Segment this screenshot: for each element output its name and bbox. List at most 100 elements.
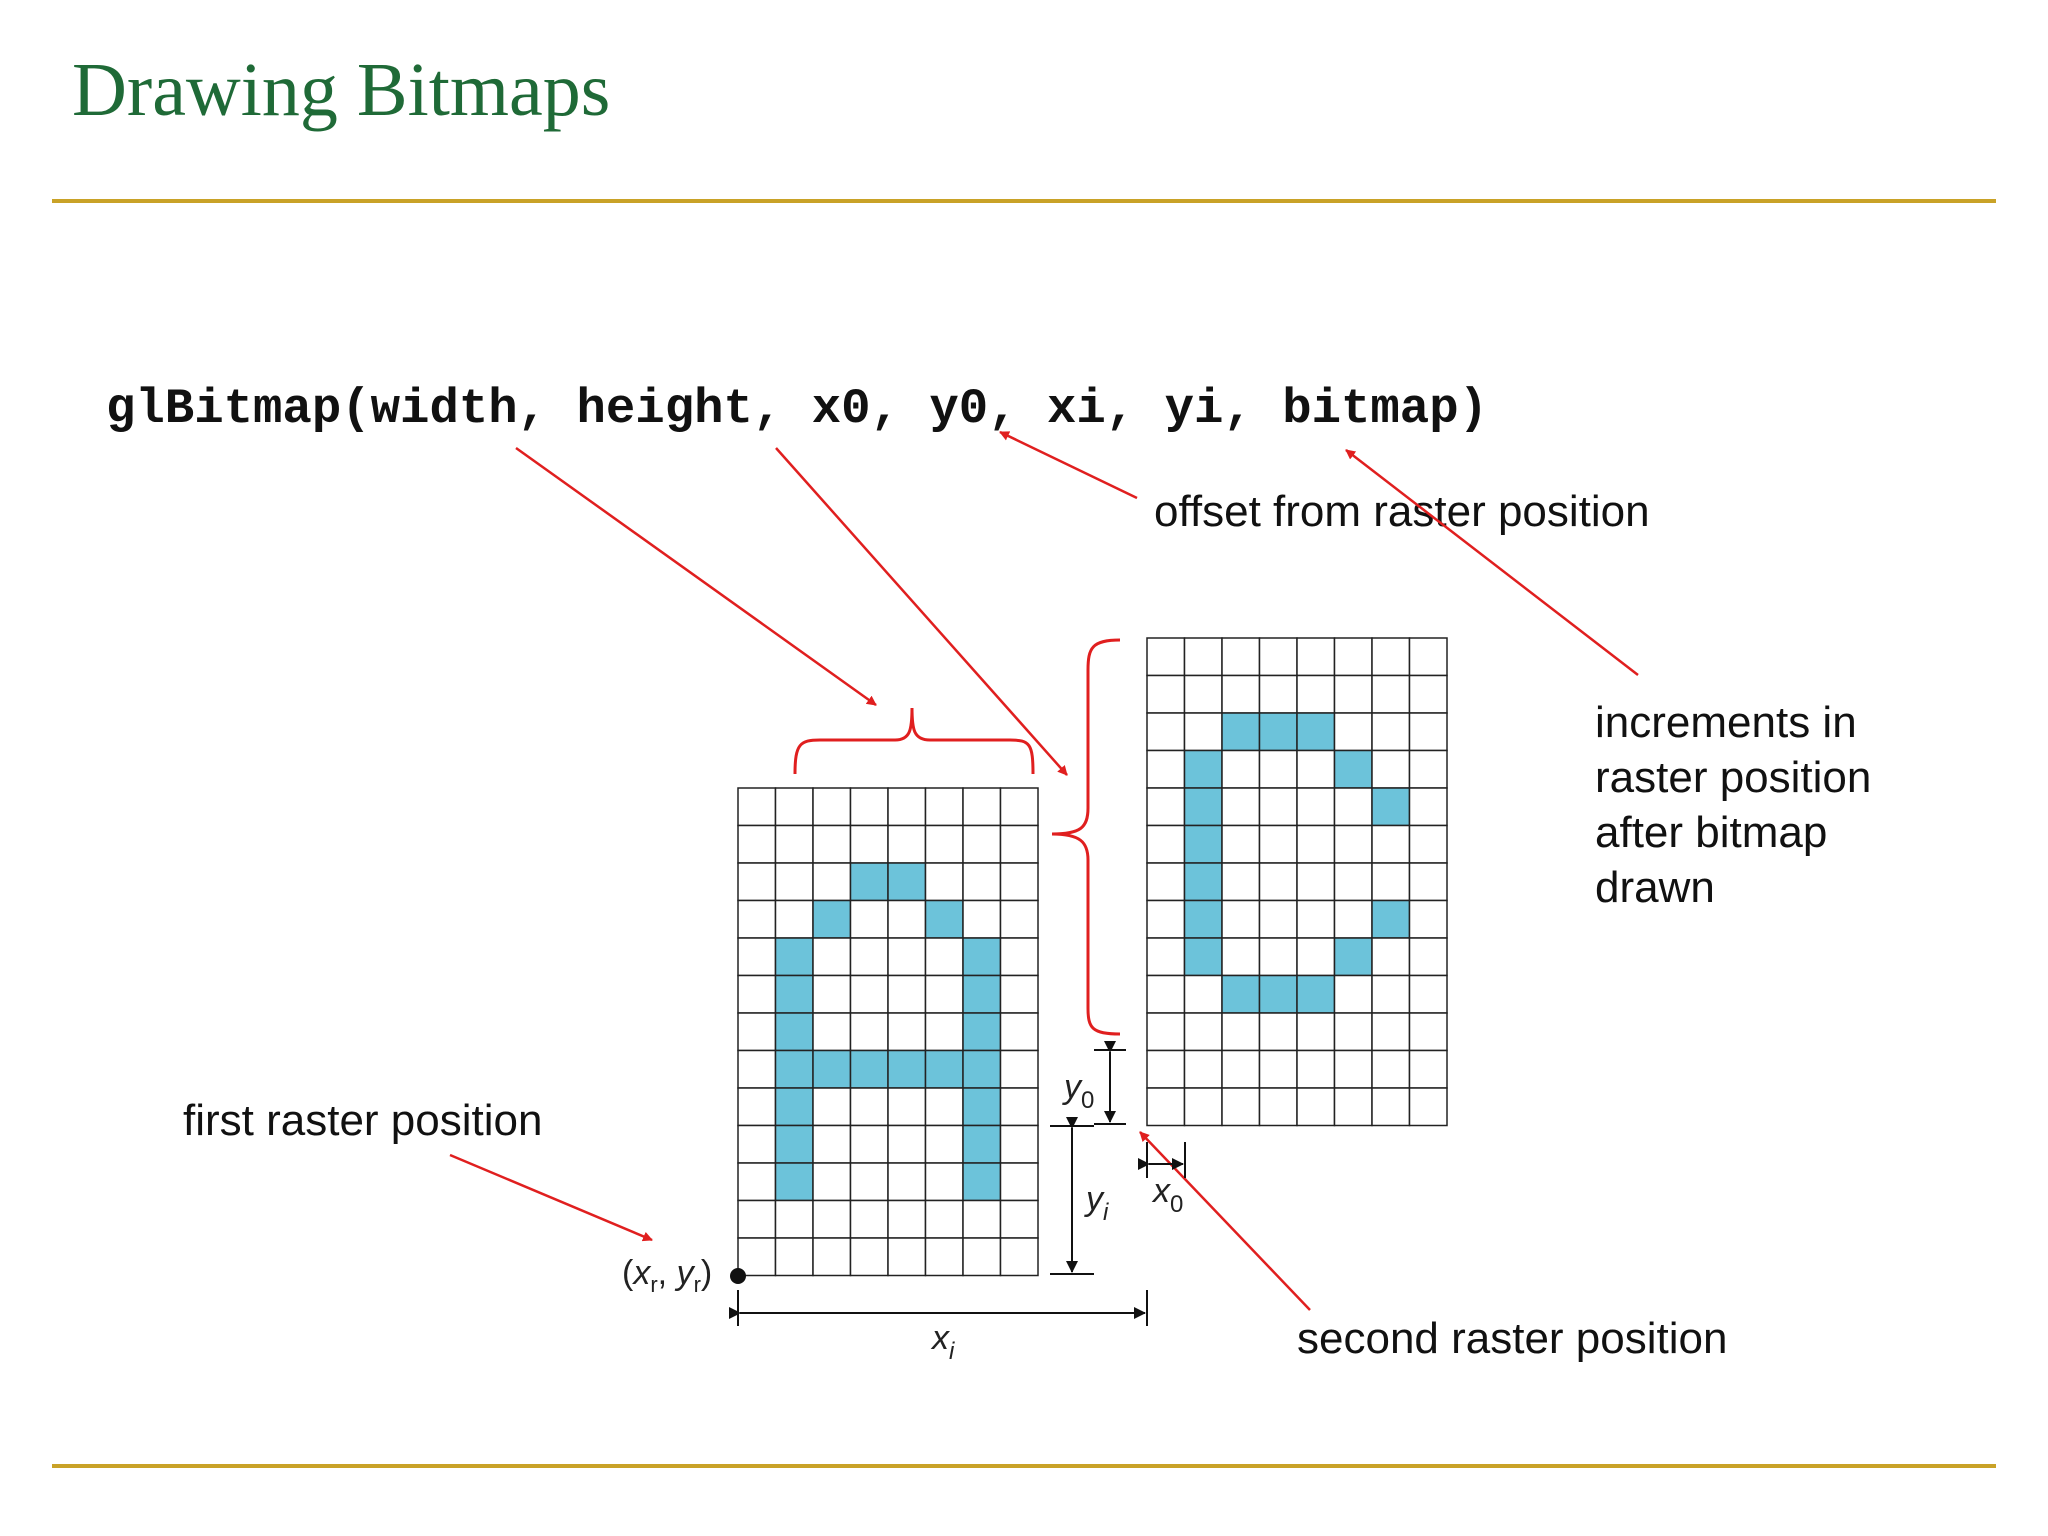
glbitmap-signature: glBitmap(width, height, x0, y0, xi, yi, … [106,381,1489,437]
bitmap-a-pixel-off [812,1199,852,1239]
bitmap-c-pixel-off [1296,749,1336,789]
bitmap-c-pixel-off [1146,712,1186,752]
bitmap-a-pixel-off [774,862,814,902]
bitmap-c-pixel-on [1258,712,1298,752]
y0-label: y0 [1062,1068,1094,1114]
bitmap-a-pixel-off [962,862,1002,902]
bitmap-c-pixel-off [1333,637,1373,677]
bitmap-a-pixel-off [812,937,852,977]
bitmap-a-pixel-off [812,974,852,1014]
bitmap-a-pixel-on [774,937,814,977]
bitmap-c-pixel-off [1146,937,1186,977]
bitmap-a-pixel-on [924,899,964,939]
bitmap-a-pixel-off [999,1162,1039,1202]
bitmap-a-pixel-off [887,1087,927,1127]
bitmap-c-pixel-off [1333,787,1373,827]
bitmap-c-pixel-off [1146,1049,1186,1089]
bitmap-c-pixel-on [1183,787,1223,827]
raster-point-label: (xr, yr) [622,1254,712,1297]
bitmap-a-pixel-off [737,862,777,902]
bitmap-a-pixel-on [774,974,814,1014]
bitmap-a-pixel-on [849,1049,889,1089]
width-arrow [515,446,877,707]
bitmap-c-pixel-on [1183,937,1223,977]
bitmap-a-pixel-on [962,1162,1002,1202]
bitmap-a-pixel-on [812,1049,852,1089]
bitmap-c-pixel-off [1296,862,1336,902]
bitmap-a-pixel-off [962,787,1002,827]
bitmap-a-pixel-off [812,1012,852,1052]
bitmap-a-pixel-off [999,787,1039,827]
bitmap-c-pixel-off [1408,1012,1448,1052]
bitmap-c-pixel-on [1183,749,1223,789]
bitmap-c-pixel-off [1146,899,1186,939]
bitmap-c-pixel-off [1146,637,1186,677]
bitmap-c-pixel-on [1333,937,1373,977]
bitmap-c-pixel-off [1183,1087,1223,1127]
bitmap-c-pixel-off [1408,937,1448,977]
bitmap-a-pixel-off [924,937,964,977]
bitmap-a-pixel-off [999,1124,1039,1164]
offset-annotation: offset from raster position [1154,487,1650,536]
bitmap-a-pixel-off [999,937,1039,977]
bitmap-a-pixel-off [924,824,964,864]
bitmap-c-pixel-off [1296,824,1336,864]
bitmap-c-pixel-on [1221,974,1261,1014]
xi-label: xi [930,1319,955,1365]
bitmap-a-pixel-off [924,1162,964,1202]
bitmap-a-pixel-off [737,1237,777,1277]
bitmap-a-pixel-off [849,824,889,864]
bitmap-a-pixel-on [887,862,927,902]
bitmap-c-pixel-off [1296,1012,1336,1052]
bitmap-c-pixel-off [1371,1087,1411,1127]
bitmap-c-pixel-on [1296,974,1336,1014]
bitmap-c-pixel-off [1258,787,1298,827]
bitmap-a-pixel-off [737,1087,777,1127]
bitmap-c-grid [1146,637,1448,1127]
bitmap-c-pixel-off [1333,1012,1373,1052]
bitmap-a-pixel-off [924,1087,964,1127]
bitmap-c-pixel-on [1221,712,1261,752]
bitmap-c-pixel-on [1183,899,1223,939]
bitmap-a-pixel-off [849,899,889,939]
bitmap-a-pixel-off [737,937,777,977]
bitmap-a-pixel-off [737,1199,777,1239]
bitmap-c-pixel-off [1296,1087,1336,1127]
bitmap-a-pixel-off [737,899,777,939]
bitmap-c-pixel-off [1183,1049,1223,1089]
bitmap-c-pixel-off [1408,749,1448,789]
bitmap-c-pixel-off [1333,712,1373,752]
bitmap-c-pixel-off [1371,637,1411,677]
first-raster-arrow [449,1153,653,1242]
bitmap-a-pixel-off [849,1162,889,1202]
bitmap-c-pixel-off [1408,674,1448,714]
bitmap-a-pixel-on [962,974,1002,1014]
bitmap-c-pixel-on [1183,824,1223,864]
bitmap-a-pixel-off [737,1012,777,1052]
bitmap-c-pixel-off [1146,787,1186,827]
bitmap-a-pixel-off [812,824,852,864]
bitmap-a-grid [737,787,1039,1277]
raster-point-dot [730,1268,746,1284]
bitmap-c-pixel-off [1221,937,1261,977]
bitmap-c-pixel-off [1146,974,1186,1014]
bitmap-a-pixel-off [999,1087,1039,1127]
bitmap-a-pixel-off [887,974,927,1014]
yi-label: yi [1084,1180,1109,1226]
bitmap-c-pixel-off [1371,674,1411,714]
bitmap-a-pixel-off [924,1199,964,1239]
bitmap-a-pixel-off [887,937,927,977]
bitmap-c-pixel-on [1296,712,1336,752]
bitmap-a-pixel-off [999,824,1039,864]
bitmap-c-pixel-off [1221,749,1261,789]
bitmap-c-pixel-on [1183,862,1223,902]
bitmap-c-pixel-off [1146,674,1186,714]
bitmap-a-pixel-on [774,1049,814,1089]
bitmap-a-pixel-off [812,1087,852,1127]
bitmap-c-pixel-off [1371,937,1411,977]
bitmap-a-pixel-on [962,937,1002,977]
bitmap-c-pixel-off [1333,674,1373,714]
bitmap-c-pixel-off [1258,1049,1298,1089]
bitmap-a-pixel-off [924,1237,964,1277]
bitmap-a-pixel-on [774,1124,814,1164]
